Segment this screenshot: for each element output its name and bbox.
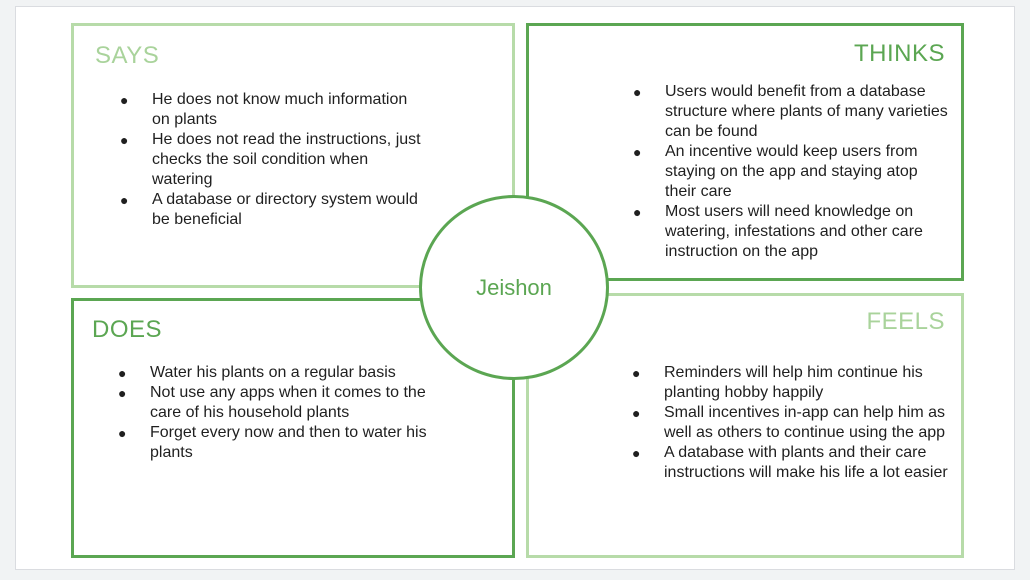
says-title: SAYS (95, 42, 160, 69)
list-item: ●A database with plants and their care i… (632, 444, 948, 481)
bullet-icon: ● (632, 365, 641, 381)
bullet-icon: ● (118, 385, 127, 401)
list-item: ●He does not read the instructions, just… (120, 131, 421, 188)
does-title: DOES (92, 316, 163, 343)
bullet-icon: ● (118, 365, 127, 381)
feels-quadrant: FEELS ●Reminders will help him continue … (526, 293, 964, 558)
thinks-list: ●Users would benefit from a database str… (633, 82, 950, 262)
bullet-icon: ● (633, 204, 642, 220)
list-item: ●Small incentives in-app can help him as… (632, 404, 946, 441)
persona-circle: Jeishon (419, 195, 609, 380)
empathy-map-slide: SAYS ●He does not know much information … (15, 6, 1015, 570)
list-item: ●Most users will need knowledge on water… (633, 203, 923, 260)
says-list: ●He does not know much information on pl… (120, 90, 422, 230)
feels-title: FEELS (866, 308, 945, 335)
list-item: ●Users would benefit from a database str… (633, 83, 948, 140)
bullet-icon: ● (632, 405, 641, 421)
says-quadrant: SAYS ●He does not know much information … (71, 23, 515, 288)
list-item: ●Reminders will help him continue his pl… (632, 364, 923, 401)
bullet-icon: ● (120, 192, 129, 208)
list-item: ●Not use any apps when it comes to the c… (118, 384, 426, 421)
bullet-icon: ● (120, 92, 129, 108)
bullet-icon: ● (633, 144, 642, 160)
list-item: ●Forget every now and then to water his … (118, 424, 427, 461)
bullet-icon: ● (118, 425, 127, 441)
persona-name: Jeishon (476, 274, 552, 300)
bullet-icon: ● (120, 132, 129, 148)
thinks-quadrant: THINKS ●Users would benefit from a datab… (526, 23, 964, 281)
bullet-icon: ● (633, 84, 642, 100)
list-item: ●Water his plants on a regular basis (118, 364, 396, 381)
thinks-title: THINKS (853, 40, 945, 67)
list-item: ●An incentive would keep users from stay… (633, 143, 918, 200)
list-item: ●A database or directory system would be… (120, 191, 418, 228)
bullet-icon: ● (632, 445, 641, 461)
does-list: ●Water his plants on a regular basis ●No… (118, 363, 435, 463)
feels-list: ●Reminders will help him continue his pl… (632, 363, 949, 483)
list-item: ●He does not know much information on pl… (120, 91, 408, 128)
